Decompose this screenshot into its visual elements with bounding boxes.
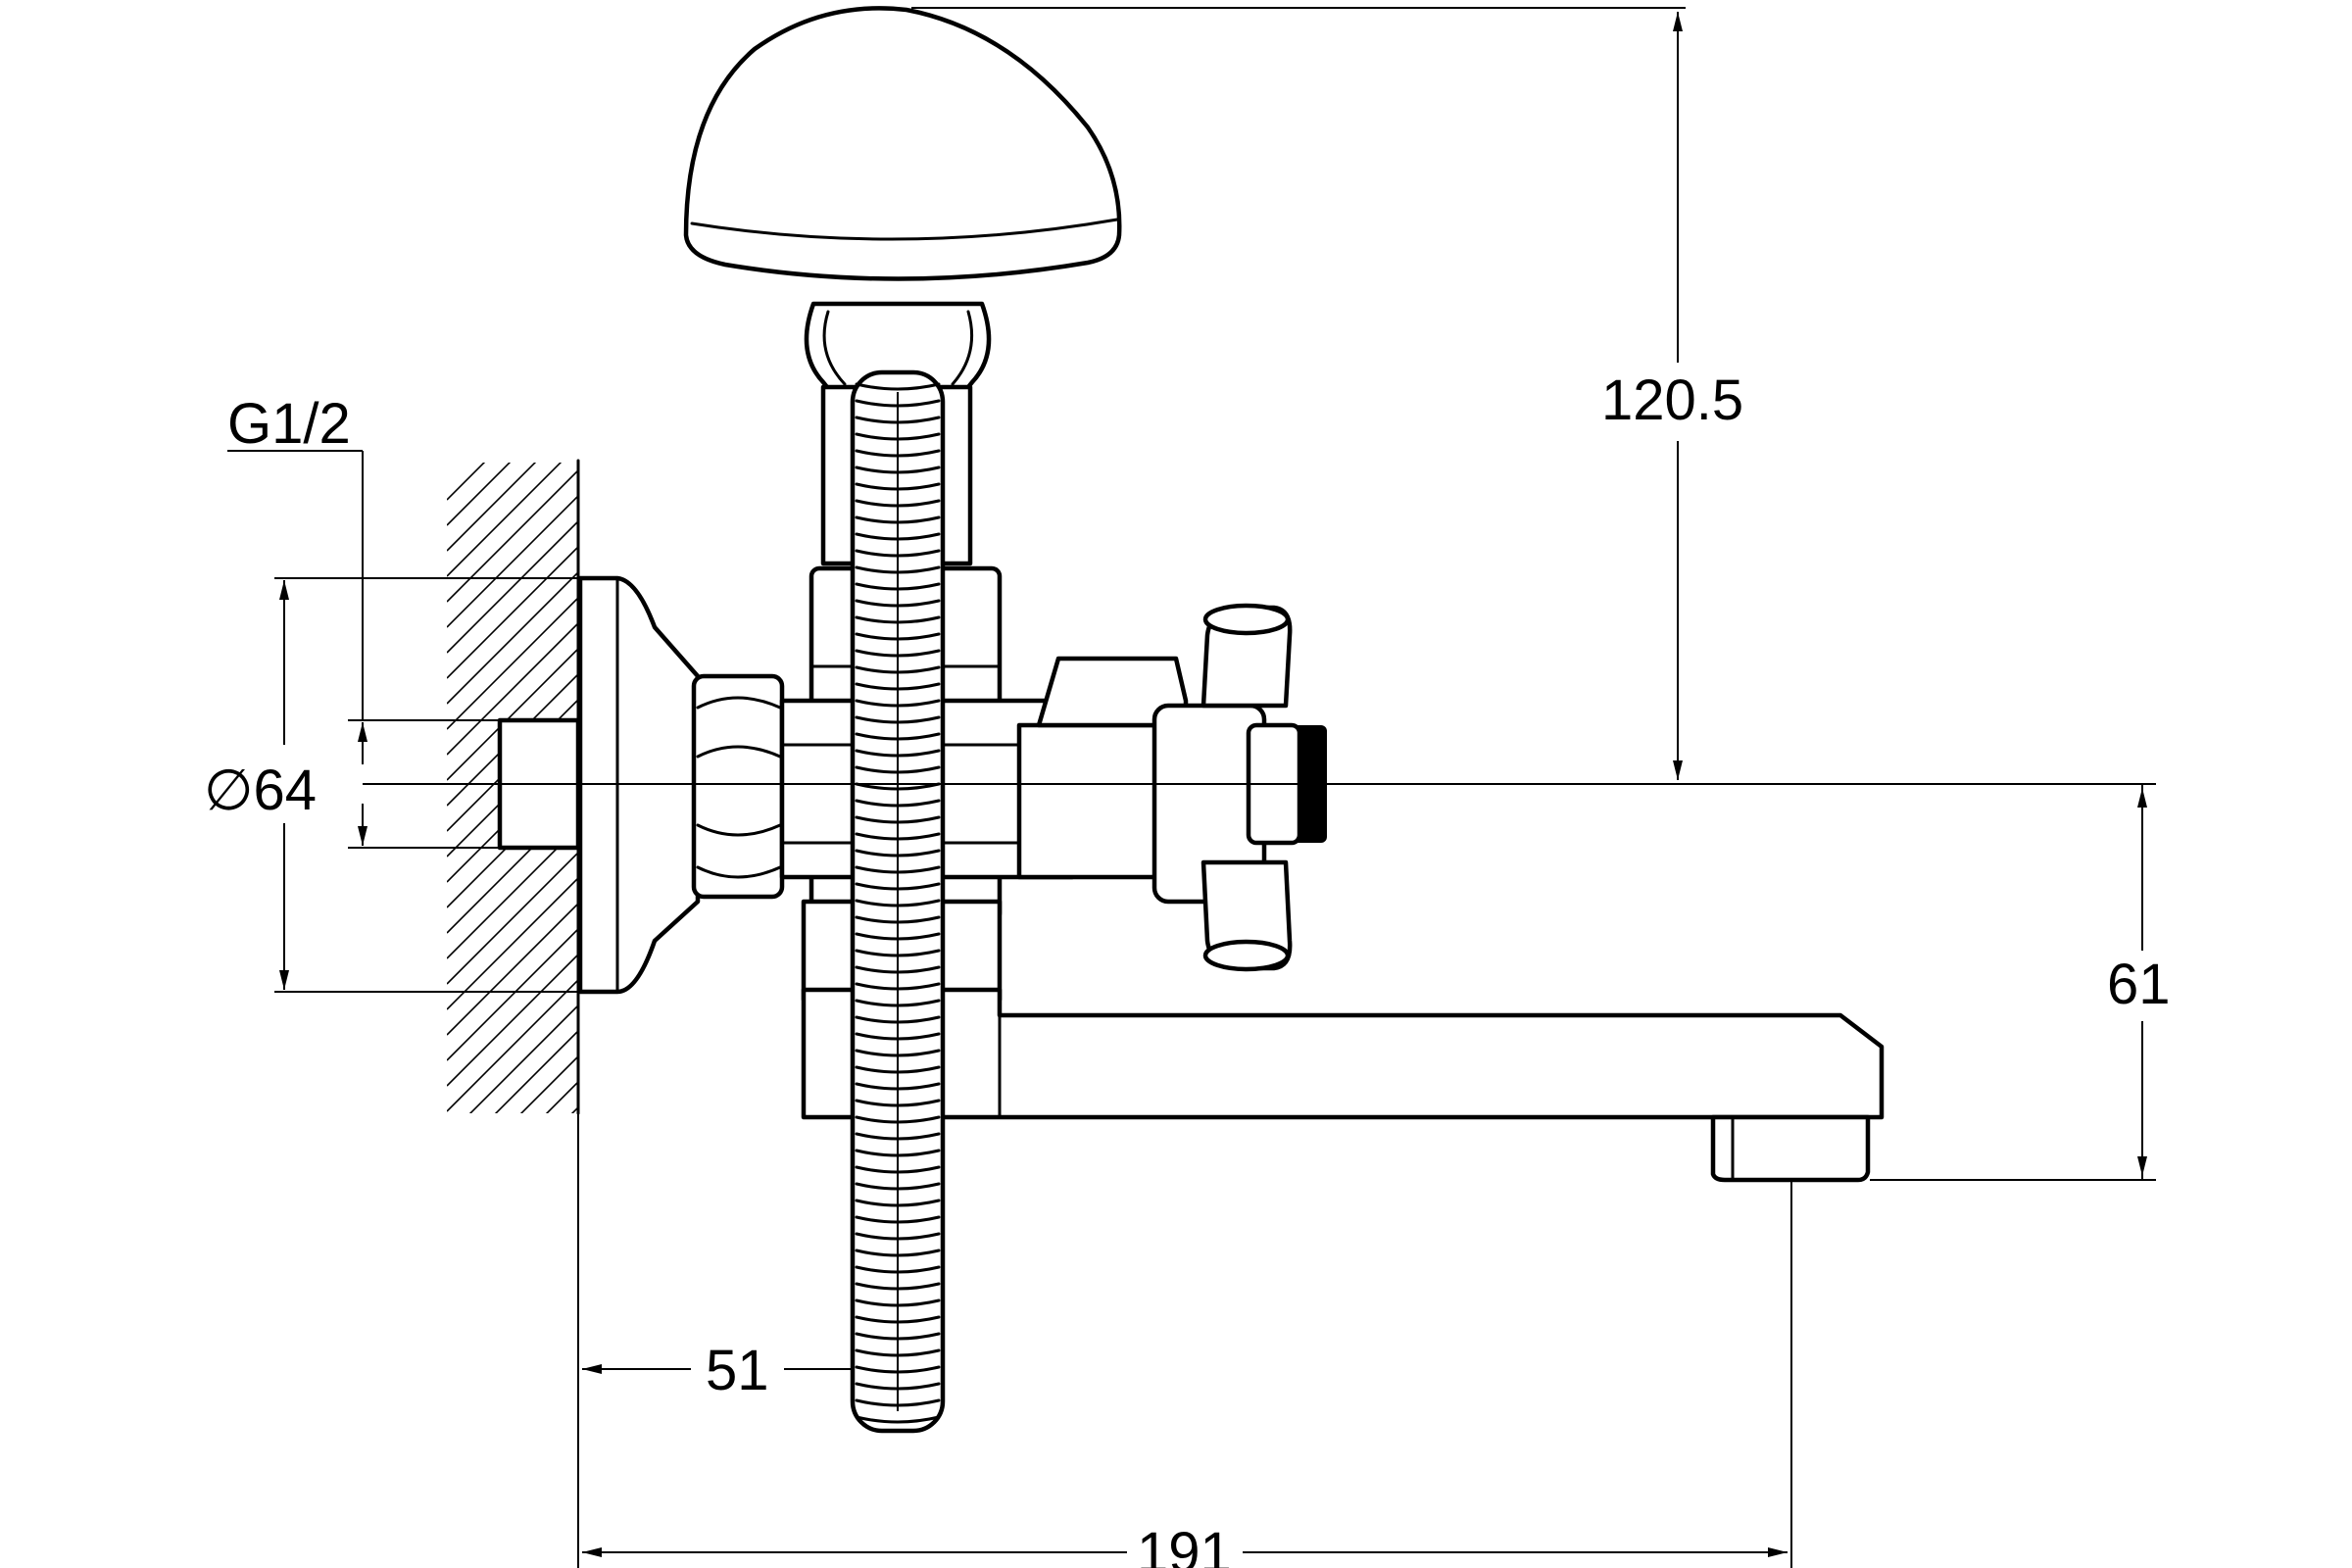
- dimension-thread: G1/2: [227, 392, 500, 849]
- hatch-line: [447, 463, 563, 577]
- flange-diameter-label: ∅64: [204, 759, 317, 822]
- hex-nut: [691, 673, 785, 900]
- dimension-top-height: 120.5: [911, 7, 1743, 780]
- top-height-label: 120.5: [1601, 368, 1743, 432]
- dimension-hose-offset: 51: [577, 1113, 855, 1568]
- hatch-line: [447, 979, 578, 1112]
- valve-cartridge: [1016, 656, 1327, 905]
- hatch-line: [447, 546, 578, 679]
- hatch-line: [570, 1106, 578, 1113]
- hatch-line: [447, 903, 578, 1036]
- hose-rib: [855, 1415, 941, 1424]
- hatch-line: [447, 1133, 578, 1264]
- hatch-line: [447, 622, 578, 756]
- hatch-line: [447, 1158, 578, 1290]
- hatch-line: [447, 520, 578, 654]
- hatch-line: [447, 463, 486, 501]
- hatch-line: [447, 469, 578, 603]
- hatch-line: [494, 1030, 578, 1113]
- hatch-line: [519, 1055, 578, 1113]
- hatch-line: [447, 463, 537, 552]
- spout-height-label: 61: [2107, 953, 2171, 1016]
- shower-head: [683, 6, 1122, 281]
- hatch-line: [447, 597, 578, 730]
- hatch-line: [545, 1081, 578, 1113]
- hatch-line: [447, 571, 578, 705]
- thread-label: G1/2: [227, 392, 351, 456]
- hose-rib: [855, 382, 941, 391]
- hose-offset-label: 51: [706, 1339, 769, 1402]
- hatch-line: [447, 877, 578, 1010]
- hatch-line: [447, 495, 578, 628]
- cross-handle: [1200, 603, 1293, 972]
- hatch-line: [447, 648, 578, 781]
- spout: [801, 987, 1885, 1183]
- hatch-line: [447, 852, 578, 985]
- hatch-line: [447, 954, 578, 1087]
- hatch-line: [468, 1004, 578, 1113]
- hatch-line: [447, 928, 578, 1061]
- dimension-spout-height: 61: [1870, 784, 2185, 1181]
- hatch-line: [447, 463, 512, 526]
- dimension-total-length: 191: [582, 1180, 1792, 1568]
- shower-hose: [850, 369, 946, 1434]
- total-length-label: 191: [1137, 1521, 1232, 1568]
- dimension-flange-diameter: ∅64: [204, 577, 580, 993]
